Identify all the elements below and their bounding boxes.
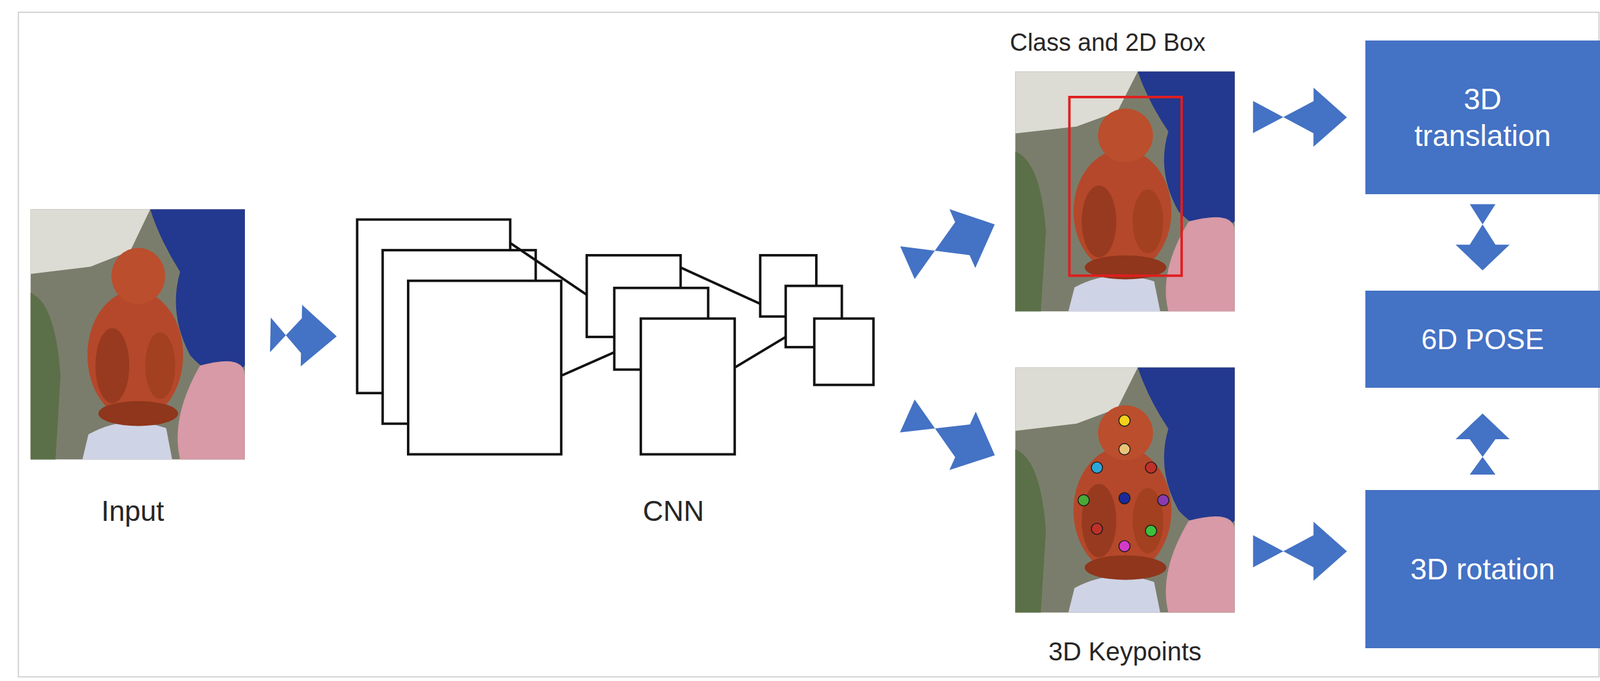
figure-label: Class and 2D Box	[1009, 29, 1206, 57]
process-box: 3D translation	[1365, 40, 1600, 194]
keypoint-image: 3D Keypoints	[1015, 367, 1235, 612]
keypoint-dots	[1078, 414, 1169, 552]
keypoint-dot	[1119, 492, 1131, 504]
keypoint-dot	[1119, 443, 1131, 455]
block-arrow	[899, 208, 995, 279]
text-holder: 3D rotation	[1410, 550, 1556, 587]
feature-map	[408, 280, 562, 455]
figure-label: Input	[100, 495, 164, 527]
block-arrow	[269, 304, 337, 367]
keypoint-dot	[1145, 525, 1157, 537]
keypoint-dot	[1157, 494, 1169, 506]
text-holder: 6D POSE	[1421, 322, 1545, 357]
box-label: 3D translation	[1402, 80, 1563, 153]
cnn-layers	[357, 219, 874, 454]
result-box: 6D POSE	[1365, 290, 1600, 388]
text-holder: 3D translation	[1402, 80, 1563, 153]
input-photo	[30, 209, 245, 460]
input-image: Input	[30, 208, 245, 459]
keypoint-dot	[1119, 540, 1131, 552]
keypoint-dot	[1091, 461, 1103, 473]
cnn-block: CNN	[357, 219, 879, 454]
outer-frame	[18, 12, 1600, 677]
figure-label: CNN	[642, 495, 704, 527]
feature-map	[640, 318, 735, 454]
keypoint-dot	[1078, 494, 1089, 506]
feature-map	[814, 318, 874, 385]
keypoint-dot	[1119, 414, 1131, 426]
block-arrow	[1455, 204, 1510, 271]
keypoint-photo	[1015, 367, 1235, 613]
process-box: 3D rotation	[1365, 489, 1600, 648]
block-arrow	[1252, 87, 1347, 147]
keypoint-dot	[1145, 461, 1157, 473]
bounding-box	[1069, 97, 1183, 276]
block-arrow	[1252, 521, 1347, 581]
detection-photo	[1015, 71, 1235, 312]
block-arrow	[899, 399, 996, 470]
box-label: 3D rotation	[1410, 550, 1556, 587]
keypoint-dot	[1091, 523, 1103, 535]
block-arrow	[1455, 413, 1510, 475]
detection-image: Class and 2D Box	[1015, 71, 1235, 312]
figure-label: 3D Keypoints	[1048, 637, 1202, 666]
box-label: 6D POSE	[1421, 322, 1545, 357]
